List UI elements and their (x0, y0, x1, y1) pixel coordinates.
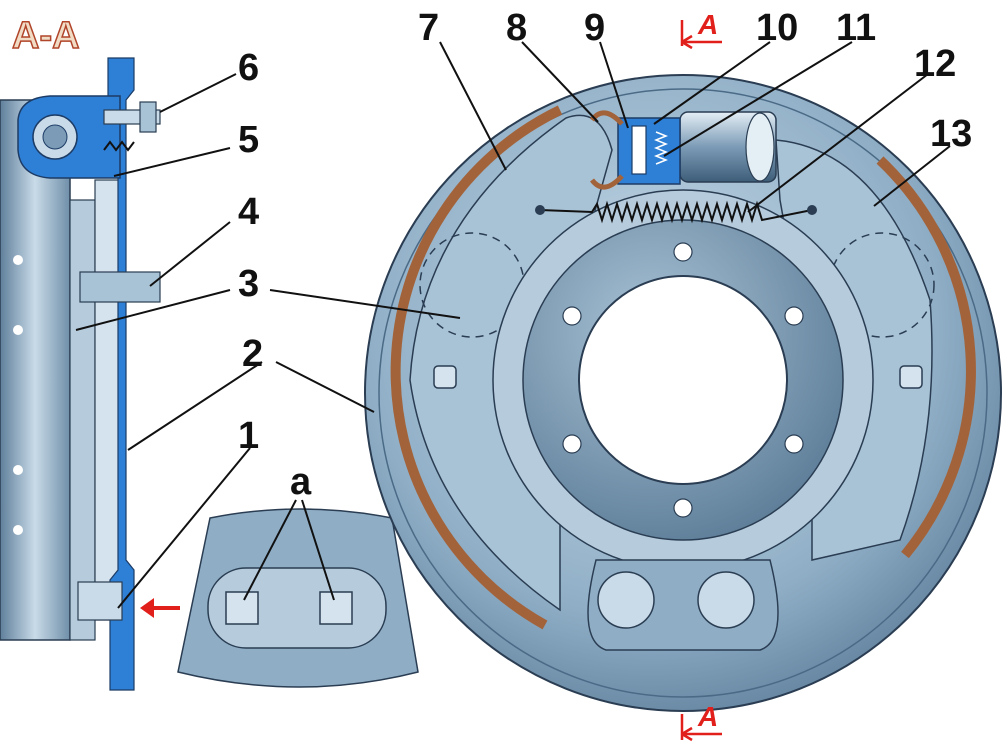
anchor-bolt-left (597, 571, 655, 629)
callout-1: 1 (238, 415, 259, 457)
adjuster-spring (653, 131, 669, 165)
callout-6: 6 (238, 47, 259, 89)
mounting-stud (79, 271, 161, 303)
callout-12: 12 (914, 43, 956, 85)
hub-hole (562, 434, 582, 454)
section-marker-bottom-letter: A (697, 701, 718, 732)
section-title: A-A (12, 15, 80, 57)
return-spring (539, 200, 813, 224)
shoe-section (69, 199, 96, 641)
detail-view-a: a (177, 461, 419, 688)
detail-label: a (290, 461, 312, 503)
center-bore (578, 275, 788, 485)
callout-8: 8 (506, 7, 527, 49)
hub-hole (562, 306, 582, 326)
callout-13: 13 (930, 113, 972, 155)
section-marker-top: A (680, 9, 722, 50)
drum-section (0, 99, 71, 641)
side-section-view (0, 57, 180, 691)
callout-5: 5 (238, 119, 259, 161)
callout-9: 9 (584, 7, 605, 49)
leader-lines (75, 41, 951, 609)
detail-bolt-right (319, 591, 353, 625)
detail-recess (207, 567, 387, 649)
hub-hole (673, 498, 693, 518)
front-view: A A (364, 9, 1002, 742)
callout-11: 11 (836, 7, 876, 49)
hub-hole (784, 434, 804, 454)
spring-section (103, 140, 135, 152)
inspection-hole-right (829, 232, 935, 338)
callout-4: 4 (238, 191, 259, 233)
left-shoe-lining (390, 105, 563, 630)
adjuster-housing (617, 117, 681, 185)
anchor-bolt-right (697, 571, 755, 629)
section-marker-top-letter: A (697, 9, 718, 40)
adjuster-ring (631, 125, 647, 175)
detail-bolt-left (225, 591, 259, 625)
mounting-bolt (77, 581, 123, 621)
callout-3: 3 (238, 263, 259, 305)
callout-2: 2 (242, 333, 263, 375)
hub-hole (673, 242, 693, 262)
callout-10: 10 (756, 7, 798, 49)
hub-hole (784, 306, 804, 326)
shoe-pin-left (433, 365, 457, 389)
right-shoe-lining (876, 156, 976, 559)
shoe-pin-right (899, 365, 923, 389)
section-marker-bottom: A (680, 701, 722, 742)
view-direction-arrow (140, 598, 180, 618)
shoe-web-lower (590, 174, 624, 190)
callout-7: 7 (418, 7, 439, 49)
